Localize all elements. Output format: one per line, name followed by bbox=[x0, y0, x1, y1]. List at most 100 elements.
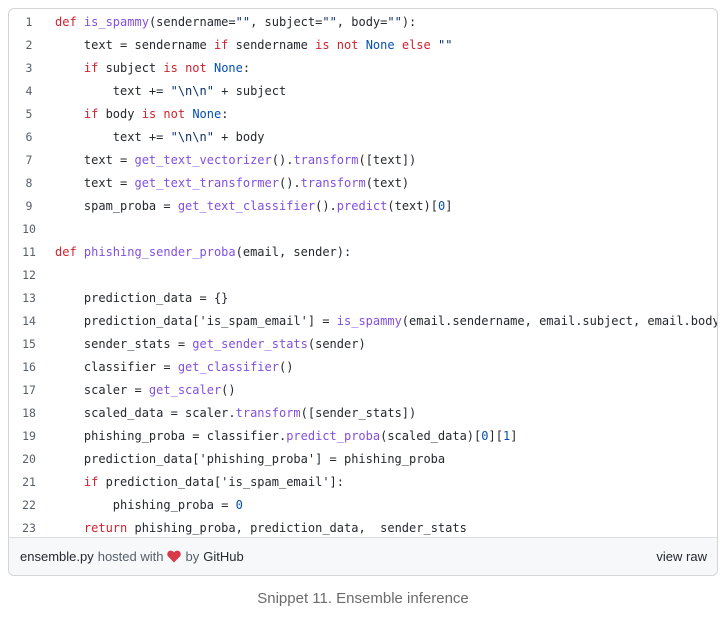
line-code: text = get_text_vectorizer().transform([… bbox=[49, 149, 416, 172]
code-token: predict bbox=[336, 199, 388, 213]
code-token: (). bbox=[315, 199, 337, 213]
line-code: text = sendername if sendername is not N… bbox=[49, 34, 453, 57]
code-line: 19 phishing_proba = classifier.predict_p… bbox=[9, 425, 717, 448]
line-code: phishing_proba = 0 bbox=[49, 494, 243, 517]
code-line: 5 if body is not None: bbox=[9, 103, 717, 126]
code-token: text += bbox=[55, 84, 171, 98]
code-line: 12 bbox=[9, 264, 717, 287]
code-line: 3 if subject is not None: bbox=[9, 57, 717, 80]
code-line: 9 spam_proba = get_text_classifier().pre… bbox=[9, 195, 717, 218]
code-token bbox=[55, 521, 84, 535]
code-line: 17 scaler = get_scaler() bbox=[9, 379, 717, 402]
line-code: spam_proba = get_text_classifier().predi… bbox=[49, 195, 453, 218]
code-token: def bbox=[55, 15, 84, 29]
code-token: "" bbox=[322, 15, 337, 29]
code-token: : bbox=[221, 107, 229, 121]
line-number: 14 bbox=[22, 314, 36, 328]
code-token: + subject bbox=[213, 84, 287, 98]
by-text: by bbox=[185, 549, 200, 564]
line-code bbox=[49, 218, 55, 241]
line-number: 22 bbox=[22, 498, 36, 512]
code-token bbox=[358, 38, 365, 52]
line-code: scaled_data = scaler.transform([sender_s… bbox=[49, 402, 416, 425]
code-token: body bbox=[98, 107, 142, 121]
code-token: sender_stats = bbox=[55, 337, 193, 351]
line-number: 23 bbox=[22, 521, 36, 535]
code-token: text = bbox=[55, 176, 135, 190]
line-code: if body is not None: bbox=[49, 103, 229, 126]
code-token: (email.sendername, email.subject, email.… bbox=[401, 314, 718, 328]
code-token: + body bbox=[213, 130, 265, 144]
code-line: 8 text = get_text_transformer().transfor… bbox=[9, 172, 717, 195]
code-token: get_text_classifier bbox=[177, 199, 316, 213]
code-token: get_text_transformer bbox=[134, 176, 279, 190]
code-token: is_spammy bbox=[336, 314, 402, 328]
line-code: prediction_data = {} bbox=[49, 287, 229, 310]
code-token: prediction_data['is_spam_email']: bbox=[98, 475, 344, 489]
code-token: is not bbox=[163, 61, 207, 75]
code-token: None bbox=[213, 61, 243, 75]
code-token: return bbox=[83, 521, 128, 535]
code-token: subject bbox=[98, 61, 164, 75]
code-token: , body= bbox=[336, 15, 388, 29]
code-token: if bbox=[83, 475, 99, 489]
code-token: is_spammy bbox=[83, 15, 149, 29]
line-number: 13 bbox=[22, 291, 36, 305]
code-token: if bbox=[83, 61, 99, 75]
line-number: 20 bbox=[22, 452, 36, 466]
code-token: phishing_proba = classifier. bbox=[55, 429, 287, 443]
line-number: 7 bbox=[25, 153, 33, 167]
code-token: (text)[ bbox=[387, 199, 438, 213]
code-token: scaled_data = scaler. bbox=[55, 406, 236, 420]
code-token: scaler = bbox=[55, 383, 149, 397]
code-token: get_classifier bbox=[177, 360, 279, 374]
code-token: () bbox=[221, 383, 236, 397]
code-token: text = bbox=[55, 153, 135, 167]
code-token: "\n\n" bbox=[170, 130, 214, 144]
code-line: 10 bbox=[9, 218, 717, 241]
filename-link[interactable]: ensemble.py bbox=[20, 549, 94, 564]
code-token: phishing_proba = bbox=[55, 498, 236, 512]
view-raw-link[interactable]: view raw bbox=[656, 549, 707, 564]
code-token: predict_proba bbox=[286, 429, 381, 443]
code-token: "" bbox=[235, 15, 251, 29]
line-code: return phishing_proba, prediction_data, … bbox=[49, 517, 467, 540]
code-line: 23 return phishing_proba, prediction_dat… bbox=[9, 517, 717, 540]
line-number: 10 bbox=[22, 222, 36, 236]
line-code bbox=[49, 264, 55, 287]
line-code: def phishing_sender_proba(email, sender)… bbox=[49, 241, 351, 264]
code-token bbox=[395, 38, 402, 52]
line-number: 1 bbox=[25, 15, 33, 29]
code-token: if bbox=[213, 38, 229, 52]
code-token: transform bbox=[300, 176, 366, 190]
line-number: 19 bbox=[22, 429, 36, 443]
line-number: 5 bbox=[25, 107, 33, 121]
code-token: (sender) bbox=[307, 337, 366, 351]
line-number: 17 bbox=[22, 383, 36, 397]
code-token: ][ bbox=[488, 429, 503, 443]
code-line: 2 text = sendername if sendername is not… bbox=[9, 34, 717, 57]
line-number: 21 bbox=[22, 475, 36, 489]
code-token: get_scaler bbox=[148, 383, 222, 397]
hosted-with-text: hosted with bbox=[97, 549, 164, 564]
code-token: text = sendername bbox=[55, 38, 214, 52]
code-line: 21 if prediction_data['is_spam_email']: bbox=[9, 471, 717, 494]
line-code: text += "\n\n" + subject bbox=[49, 80, 286, 103]
code-token: is not bbox=[141, 107, 186, 121]
code-token: else bbox=[401, 38, 431, 52]
code-token: get_sender_stats bbox=[192, 337, 308, 351]
code-token: 0 bbox=[235, 498, 243, 512]
code-token: if bbox=[83, 107, 99, 121]
code-token: ([text]) bbox=[358, 153, 417, 167]
line-code: phishing_proba = classifier.predict_prob… bbox=[49, 425, 518, 448]
line-number: 2 bbox=[25, 38, 33, 52]
line-number: 8 bbox=[25, 176, 33, 190]
code-token: text += bbox=[55, 130, 171, 144]
github-link[interactable]: GitHub bbox=[203, 549, 244, 564]
code-token: "\n\n" bbox=[170, 84, 214, 98]
code-token: transform bbox=[235, 406, 301, 420]
